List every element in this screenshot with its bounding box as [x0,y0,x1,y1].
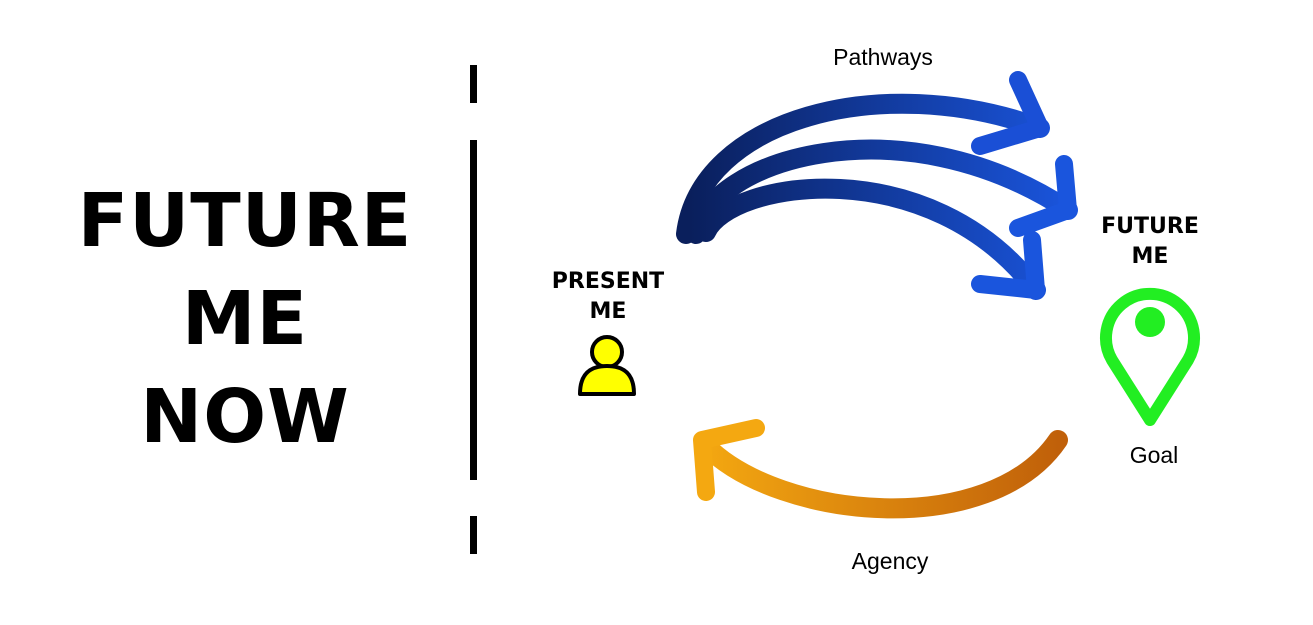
divider-segment-bottom [470,516,477,554]
title-line-3: NOW [140,374,350,460]
divider-segment-middle [470,140,477,480]
agency-arrow-curve [696,430,1068,519]
agency-label: Agency [851,548,929,574]
person-body [578,364,636,396]
pathway-arrowhead-bottom [971,231,1045,299]
pathway-arrowhead-top [971,71,1049,155]
present-me-label: PRESENT ME [540,267,676,327]
person-head [590,335,624,369]
location-pin-icon [1100,287,1200,426]
person-icon [578,335,636,396]
present-me-line-2: ME [589,299,627,324]
main-title: FUTURE ME NOW [60,172,430,466]
pathways-arrows [676,71,1078,300]
present-me-line-1: PRESENT [551,269,665,294]
title-line-2: ME [181,276,309,362]
future-me-line-2: ME [1131,244,1169,269]
pin-dot [1135,307,1165,337]
pathway-arrow-top [676,93,1050,244]
agency-arrow [693,419,1068,519]
pathways-label: Pathways [833,44,933,70]
future-me-label: FUTURE ME [1090,212,1210,272]
pathway-arrowhead-middle [1009,155,1077,237]
pathway-arrow-middle [686,139,1078,244]
pathway-arrow-bottom [696,178,1046,300]
future-me-line-1: FUTURE [1101,214,1199,239]
goal-label: Goal [1129,442,1179,468]
title-line-1: FUTURE [77,178,413,264]
agency-arrowhead [693,419,765,501]
pin-outline [1100,287,1200,426]
divider-segment-top [470,65,477,103]
